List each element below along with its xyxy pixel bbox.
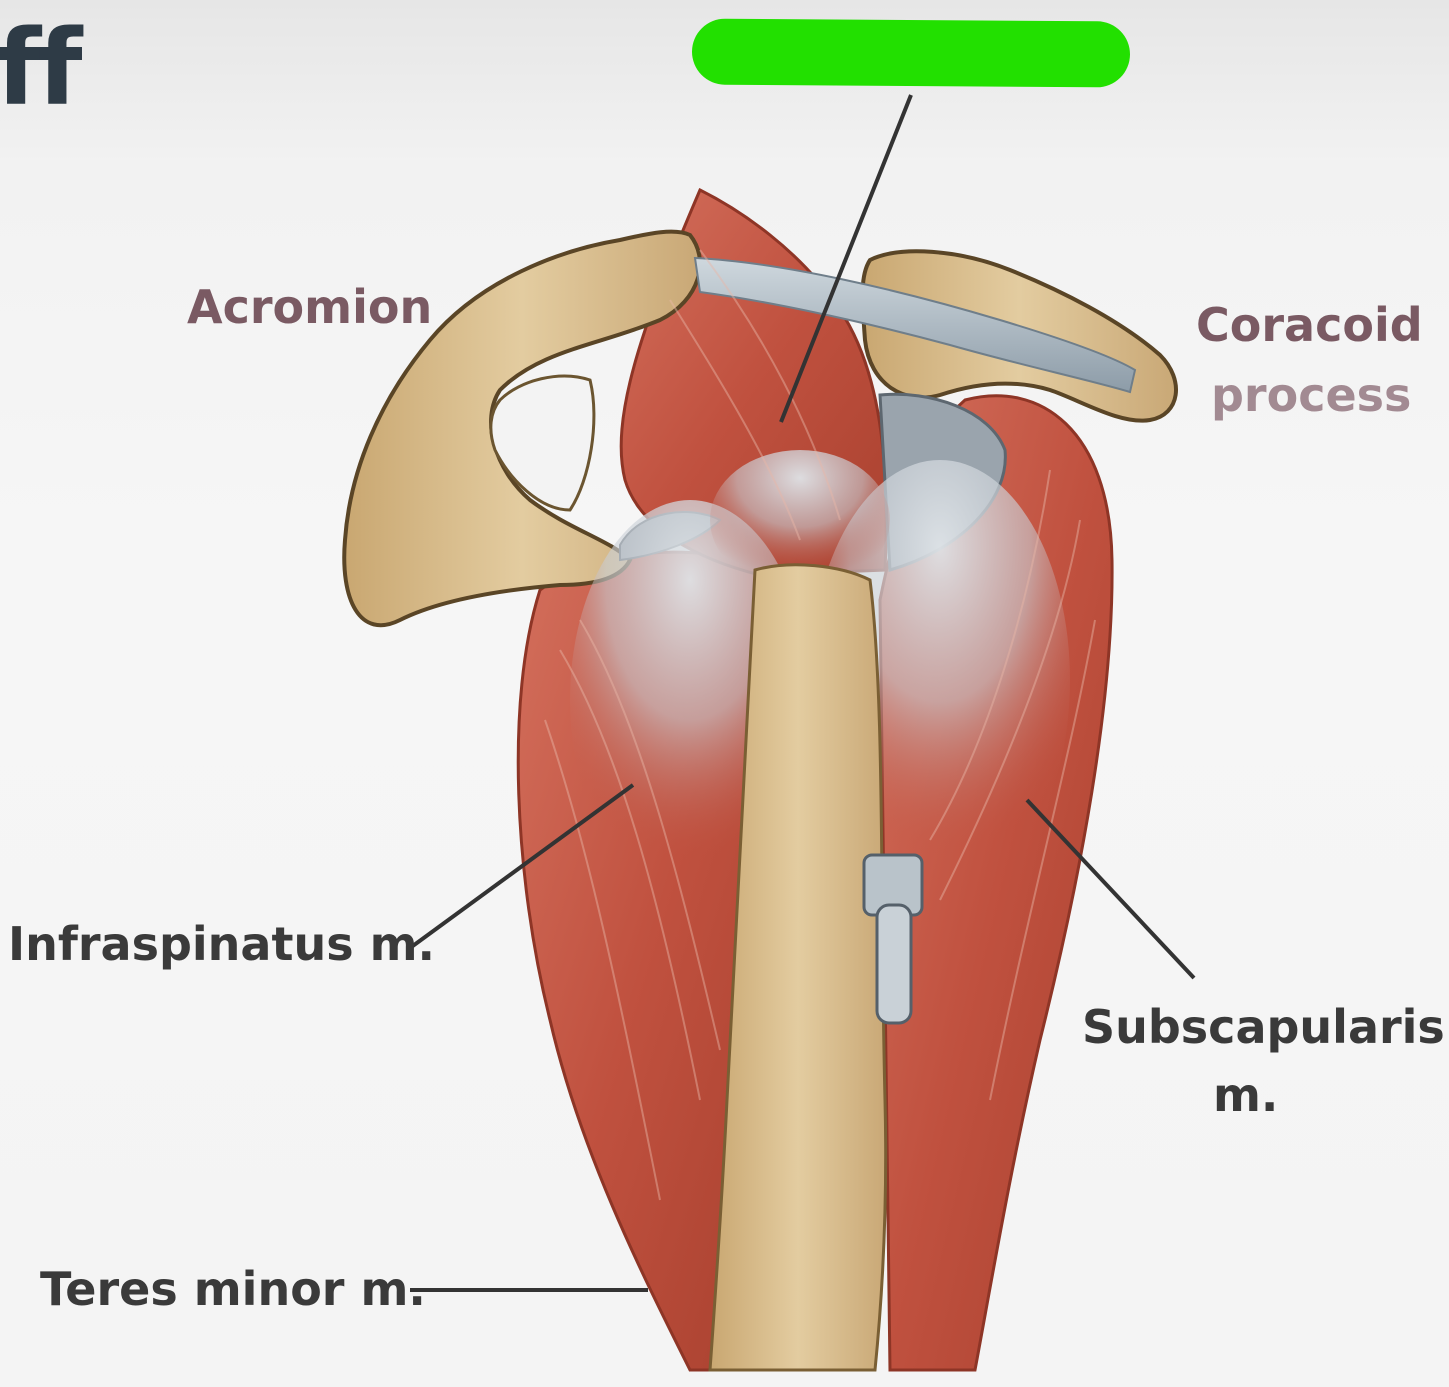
label-teres-minor: Teres minor m.	[40, 1262, 426, 1316]
redaction-marker	[691, 18, 1131, 88]
coracoacromial-ligament	[693, 256, 1137, 394]
leader-line-subscapularis	[1025, 798, 1196, 980]
muscle-fibre-texture	[544, 249, 1096, 1201]
leader-line-infraspinatus	[408, 783, 635, 950]
label-subscapularis-m: m.	[1213, 1068, 1279, 1122]
slide-title-fragment: ff	[0, 7, 82, 129]
acromion-bone	[342, 229, 702, 628]
humerus-bone	[708, 563, 888, 1372]
label-coracoid: Coracoid	[1196, 298, 1423, 352]
label-acromion: Acromion	[187, 280, 433, 334]
supraspinatus-tendon-fan	[710, 450, 890, 590]
leader-lines	[408, 94, 1196, 1292]
label-subscapularis: Subscapularis	[1082, 1000, 1445, 1054]
biceps-tendon-cut	[875, 903, 913, 1025]
leader-line-supraspinatus	[779, 94, 913, 423]
scapular-notch	[489, 374, 596, 512]
label-coracoid-process: process	[1211, 368, 1412, 422]
label-infraspinatus: Infraspinatus m.	[8, 917, 436, 971]
